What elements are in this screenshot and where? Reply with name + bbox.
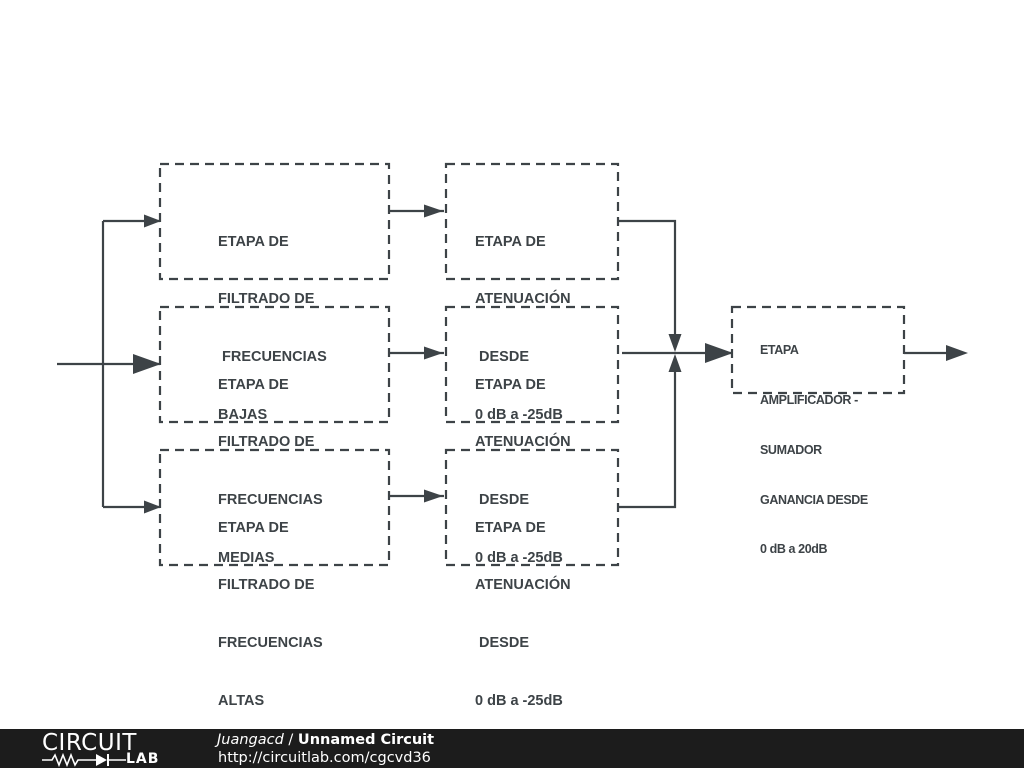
filter-high-line-3: FRECUENCIAS	[218, 635, 323, 652]
logo-text-lab: LAB	[126, 751, 160, 767]
attenuator-3-line-1: ETAPA DE	[475, 519, 546, 536]
arrowheads	[133, 204, 968, 514]
output-arrowhead	[946, 345, 968, 361]
amplifier-block	[730, 305, 906, 395]
attenuator-2-line-4: 0 dB a -25dB	[475, 550, 563, 567]
attenuator-3-line-4: 0 dB a -25dB	[475, 693, 563, 710]
attenuator-2-line-2: ATENUACIÓN	[475, 434, 571, 451]
circuit-url[interactable]: http://circuitlab.com/cgcvd36	[218, 750, 431, 766]
attenuator-1-label: ETAPA DE ATENUACIÓN DESDE 0 dB a -25dB	[475, 194, 571, 445]
sum-to-amp-arrowhead	[705, 343, 733, 363]
attenuator-1-line-4: 0 dB a -25dB	[475, 407, 563, 424]
filter-mid-line-3: FRECUENCIAS	[218, 492, 323, 509]
amplifier-line-3: SUMADOR	[760, 442, 822, 457]
amplifier-line-2: AMPLIFICADOR -	[760, 392, 858, 407]
circuit-attribution: Juangacd / Unnamed Circuit	[217, 731, 434, 749]
filter-high-line-4: ALTAS	[218, 693, 265, 710]
filter-high-label: ETAPA DE FILTRADO DE FRECUENCIAS ALTAS	[218, 480, 323, 731]
input-high-arrowhead	[144, 500, 161, 514]
amplifier-line-1: ETAPA	[760, 343, 799, 358]
amplifier-label: ETAPA AMPLIFICADOR - SUMADOR GANANCIA DE…	[760, 309, 868, 575]
filter-high-line-2: FILTRADO DE	[218, 577, 315, 594]
filter-low-line-4: BAJAS	[218, 407, 268, 424]
block-diagram	[57, 162, 968, 567]
input-low-arrowhead	[144, 214, 161, 228]
attenuator-1-line-2: ATENUACIÓN	[475, 291, 571, 308]
attenuator-2-block	[444, 305, 620, 424]
footer-bar: CIRCUIT LAB Juangacd / Unnamed Circuit h…	[0, 729, 1024, 768]
filter-mid-line-2: FILTRADO DE	[218, 434, 315, 451]
att3-to-sum-wire	[618, 360, 677, 509]
resistor-diode-icon	[42, 753, 126, 767]
logo-text-circuit: CIRCUIT	[42, 730, 137, 756]
circuit-title[interactable]: Unnamed Circuit	[297, 732, 435, 748]
amplifier-line-4: GANANCIA DESDE	[760, 492, 868, 507]
filter-mid-label: ETAPA DE FILTRADO DE FRECUENCIAS MEDIAS	[218, 337, 323, 588]
input-mid-arrowhead	[133, 354, 161, 374]
att3-sum-arrowhead	[668, 354, 682, 372]
filter-low-line-2: FILTRADO DE	[218, 291, 315, 308]
filter-mid-line-4: MEDIAS	[218, 550, 275, 567]
filter-low-line-1: ETAPA DE	[218, 233, 289, 250]
circuitlab-logo[interactable]: CIRCUIT LAB	[40, 731, 180, 767]
attenuator-3-line-3: DESDE	[475, 635, 529, 652]
att1-sum-arrowhead	[668, 334, 682, 352]
att1-to-sum-wire	[618, 219, 677, 346]
filter-mid-line-1: ETAPA DE	[218, 376, 289, 393]
filter-low-line-3: FRECUENCIAS	[218, 349, 327, 366]
mid-to-att-arrowhead	[424, 346, 443, 360]
attenuator-2-line-1: ETAPA DE	[475, 376, 546, 393]
attenuator-2-line-3: DESDE	[475, 492, 529, 509]
high-to-att-arrowhead	[424, 489, 443, 503]
filter-high-line-1: ETAPA DE	[218, 519, 289, 536]
attenuator-1-line-1: ETAPA DE	[475, 233, 546, 250]
attenuator-3-line-2: ATENUACIÓN	[475, 577, 571, 594]
low-to-att-arrowhead	[424, 204, 443, 218]
attenuator-1-line-3: DESDE	[475, 349, 529, 366]
attenuator-2-label: ETAPA DE ATENUACIÓN DESDE 0 dB a -25dB	[475, 337, 571, 588]
attenuator-3-label: ETAPA DE ATENUACIÓN DESDE 0 dB a -25dB	[475, 480, 571, 731]
author-name[interactable]: Juangacd	[217, 732, 284, 748]
filter-low-label: ETAPA DE FILTRADO DE FRECUENCIAS BAJAS	[218, 194, 327, 445]
attribution-separator: /	[283, 732, 298, 748]
amplifier-line-5: 0 dB a 20dB	[760, 542, 828, 557]
